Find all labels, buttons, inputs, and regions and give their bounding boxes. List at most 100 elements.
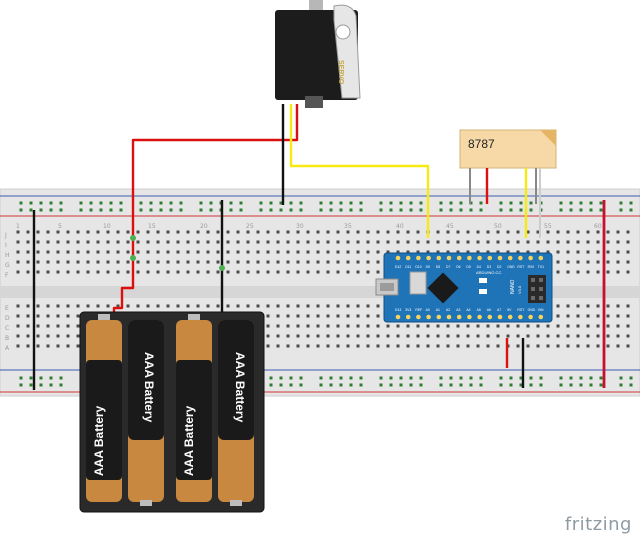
- rail-hole: [529, 376, 533, 380]
- row-letter-g: G: [5, 262, 10, 269]
- breadboard-hole: [186, 250, 190, 254]
- rail-hole: [379, 208, 383, 212]
- rail-hole: [19, 376, 23, 380]
- breadboard-hole: [246, 270, 250, 274]
- breadboard-hole: [286, 304, 290, 308]
- breadboard-hole: [136, 240, 140, 244]
- breadboard-hole: [146, 260, 150, 264]
- rail-hole: [279, 376, 283, 380]
- pin-vin: [538, 314, 544, 320]
- breadboard-hole: [66, 250, 70, 254]
- breadboard-hole: [326, 260, 330, 264]
- breadboard-hole: [476, 324, 480, 328]
- rail-hole: [149, 201, 153, 205]
- breadboard-hole: [486, 230, 490, 234]
- breadboard-hole: [76, 250, 80, 254]
- breadboard-hole: [486, 240, 490, 244]
- rail-hole: [519, 208, 523, 212]
- breadboard-hole: [346, 240, 350, 244]
- breadboard-hole: [546, 344, 550, 348]
- pin-label: A3: [456, 308, 460, 312]
- breadboard-hole: [336, 260, 340, 264]
- breadboard-hole: [536, 344, 540, 348]
- breadboard-hole: [166, 230, 170, 234]
- rail-hole: [59, 208, 63, 212]
- servo-motor: SERVO: [275, 0, 361, 108]
- breadboard-hole: [336, 344, 340, 348]
- breadboard-hole: [306, 344, 310, 348]
- breadboard-hole: [596, 324, 600, 328]
- breadboard-hole: [366, 344, 370, 348]
- breadboard-hole: [566, 314, 570, 318]
- breadboard-hole: [36, 344, 40, 348]
- breadboard-hole: [176, 240, 180, 244]
- breadboard-hole: [556, 230, 560, 234]
- pin-label: REF: [415, 308, 422, 312]
- breadboard-hole: [346, 304, 350, 308]
- rail-hole: [109, 201, 113, 205]
- rail-hole: [239, 201, 243, 205]
- rail-hole: [299, 383, 303, 387]
- rail-hole: [499, 201, 503, 205]
- breadboard-hole: [556, 304, 560, 308]
- rail-hole: [389, 208, 393, 212]
- rail-hole: [359, 208, 363, 212]
- breadboard-hole: [406, 250, 410, 254]
- breadboard-hole: [26, 304, 30, 308]
- servo-label: SERVO: [337, 60, 344, 85]
- breadboard-hole: [396, 324, 400, 328]
- breadboard-hole: [136, 230, 140, 234]
- breadboard-hole: [286, 334, 290, 338]
- rail-hole: [199, 201, 203, 205]
- breadboard-hole: [586, 270, 590, 274]
- breadboard-hole: [276, 344, 280, 348]
- breadboard-hole: [406, 240, 410, 244]
- rail-hole: [349, 383, 353, 387]
- breadboard-hole: [266, 314, 270, 318]
- rail-hole: [499, 376, 503, 380]
- rail-hole: [79, 201, 83, 205]
- pin-label: D4: [477, 265, 481, 269]
- breadboard-hole: [146, 230, 150, 234]
- breadboard-hole: [176, 270, 180, 274]
- breadboard-hole: [306, 314, 310, 318]
- breadboard-hole: [286, 250, 290, 254]
- breadboard-hole: [376, 250, 380, 254]
- breadboard-hole: [16, 334, 20, 338]
- pin-label: GND: [528, 308, 536, 312]
- col-number-1: 1: [16, 223, 20, 230]
- breadboard-hole: [316, 250, 320, 254]
- rail-hole: [319, 376, 323, 380]
- rail-hole: [469, 383, 473, 387]
- breadboard-hole: [66, 344, 70, 348]
- breadboard-hole: [346, 230, 350, 234]
- breadboard-hole: [46, 344, 50, 348]
- rail-hole: [359, 376, 363, 380]
- breadboard-hole: [606, 250, 610, 254]
- breadboard-hole: [146, 240, 150, 244]
- pin-d4: [477, 255, 482, 261]
- pin-d11: [405, 255, 411, 261]
- breadboard-hole: [166, 304, 170, 308]
- breadboard-hole: [46, 230, 50, 234]
- breadboard-hole: [506, 230, 510, 234]
- breadboard-hole: [446, 230, 450, 234]
- breadboard-hole: [586, 344, 590, 348]
- rail-hole: [519, 376, 523, 380]
- breadboard-hole: [356, 230, 360, 234]
- breadboard-hole: [366, 230, 370, 234]
- breadboard-hole: [176, 230, 180, 234]
- breadboard-hole: [596, 304, 600, 308]
- breadboard-hole: [446, 324, 450, 328]
- breadboard-hole: [46, 250, 50, 254]
- pin-d10: [416, 255, 421, 261]
- breadboard-hole: [626, 230, 630, 234]
- breadboard-hole: [216, 240, 220, 244]
- battery-cell-label-1: AAA Battery: [92, 405, 106, 476]
- breadboard-hole: [306, 260, 310, 264]
- breadboard-hole: [466, 344, 470, 348]
- breadboard-hole: [336, 250, 340, 254]
- breadboard-hole: [336, 230, 340, 234]
- breadboard-hole: [376, 270, 380, 274]
- breadboard-hole: [516, 324, 520, 328]
